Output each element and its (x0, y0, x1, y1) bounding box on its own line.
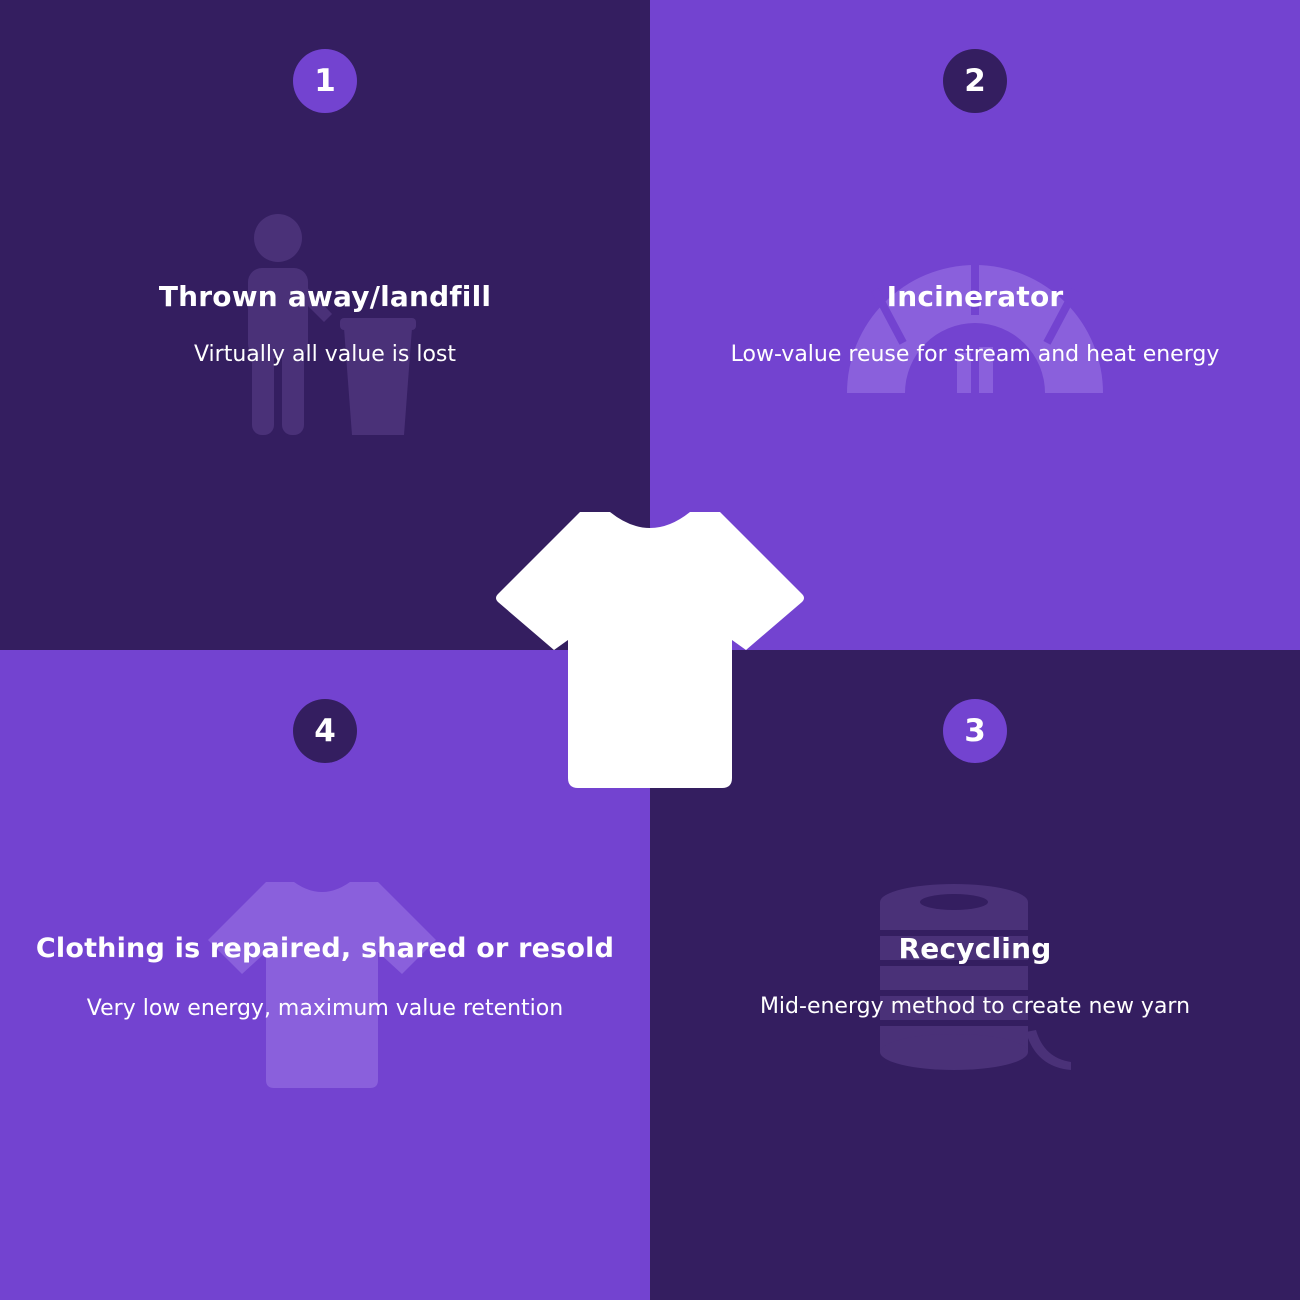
step-2-badge: 2 (943, 49, 1007, 113)
step-3-number: 3 (964, 713, 986, 749)
step-3-description: Mid-energy method to create new yarn (759, 994, 1191, 1019)
tshirt-icon (208, 882, 436, 1088)
step-2-panel: 2 Incinerator Low-value reuse for stream… (650, 0, 1300, 650)
step-4-number: 4 (314, 713, 336, 749)
incinerator-icon (847, 255, 1103, 393)
step-2-description: Low-value reuse for stream and heat ener… (730, 342, 1220, 367)
yarn-spool-icon (880, 884, 1071, 1070)
step-1-title: Thrown away/landfill (158, 280, 492, 313)
step-4-description: Very low energy, maximum value retention (86, 996, 564, 1021)
step-4-title: Clothing is repaired, shared or resold (35, 933, 615, 964)
step-3-badge: 3 (943, 699, 1007, 763)
step-1-description: Virtually all value is lost (193, 342, 457, 367)
center-tshirt-icon (496, 512, 804, 788)
step-2-title: Incinerator (886, 280, 1064, 313)
step-1-number: 1 (314, 63, 336, 99)
step-4-panel: 4 Clothing is repaired, shared or resold… (0, 650, 650, 1300)
step-1-badge: 1 (293, 49, 357, 113)
step-3-title: Recycling (898, 932, 1052, 965)
step-4-badge: 4 (293, 699, 357, 763)
step-2-number: 2 (964, 63, 986, 99)
step-1-panel: 1 Thrown away/landfill Virtually all val… (0, 0, 650, 650)
step-3-panel: 3 Recycling Mid-energy method to create … (650, 650, 1300, 1300)
person-trash-icon (248, 214, 416, 435)
